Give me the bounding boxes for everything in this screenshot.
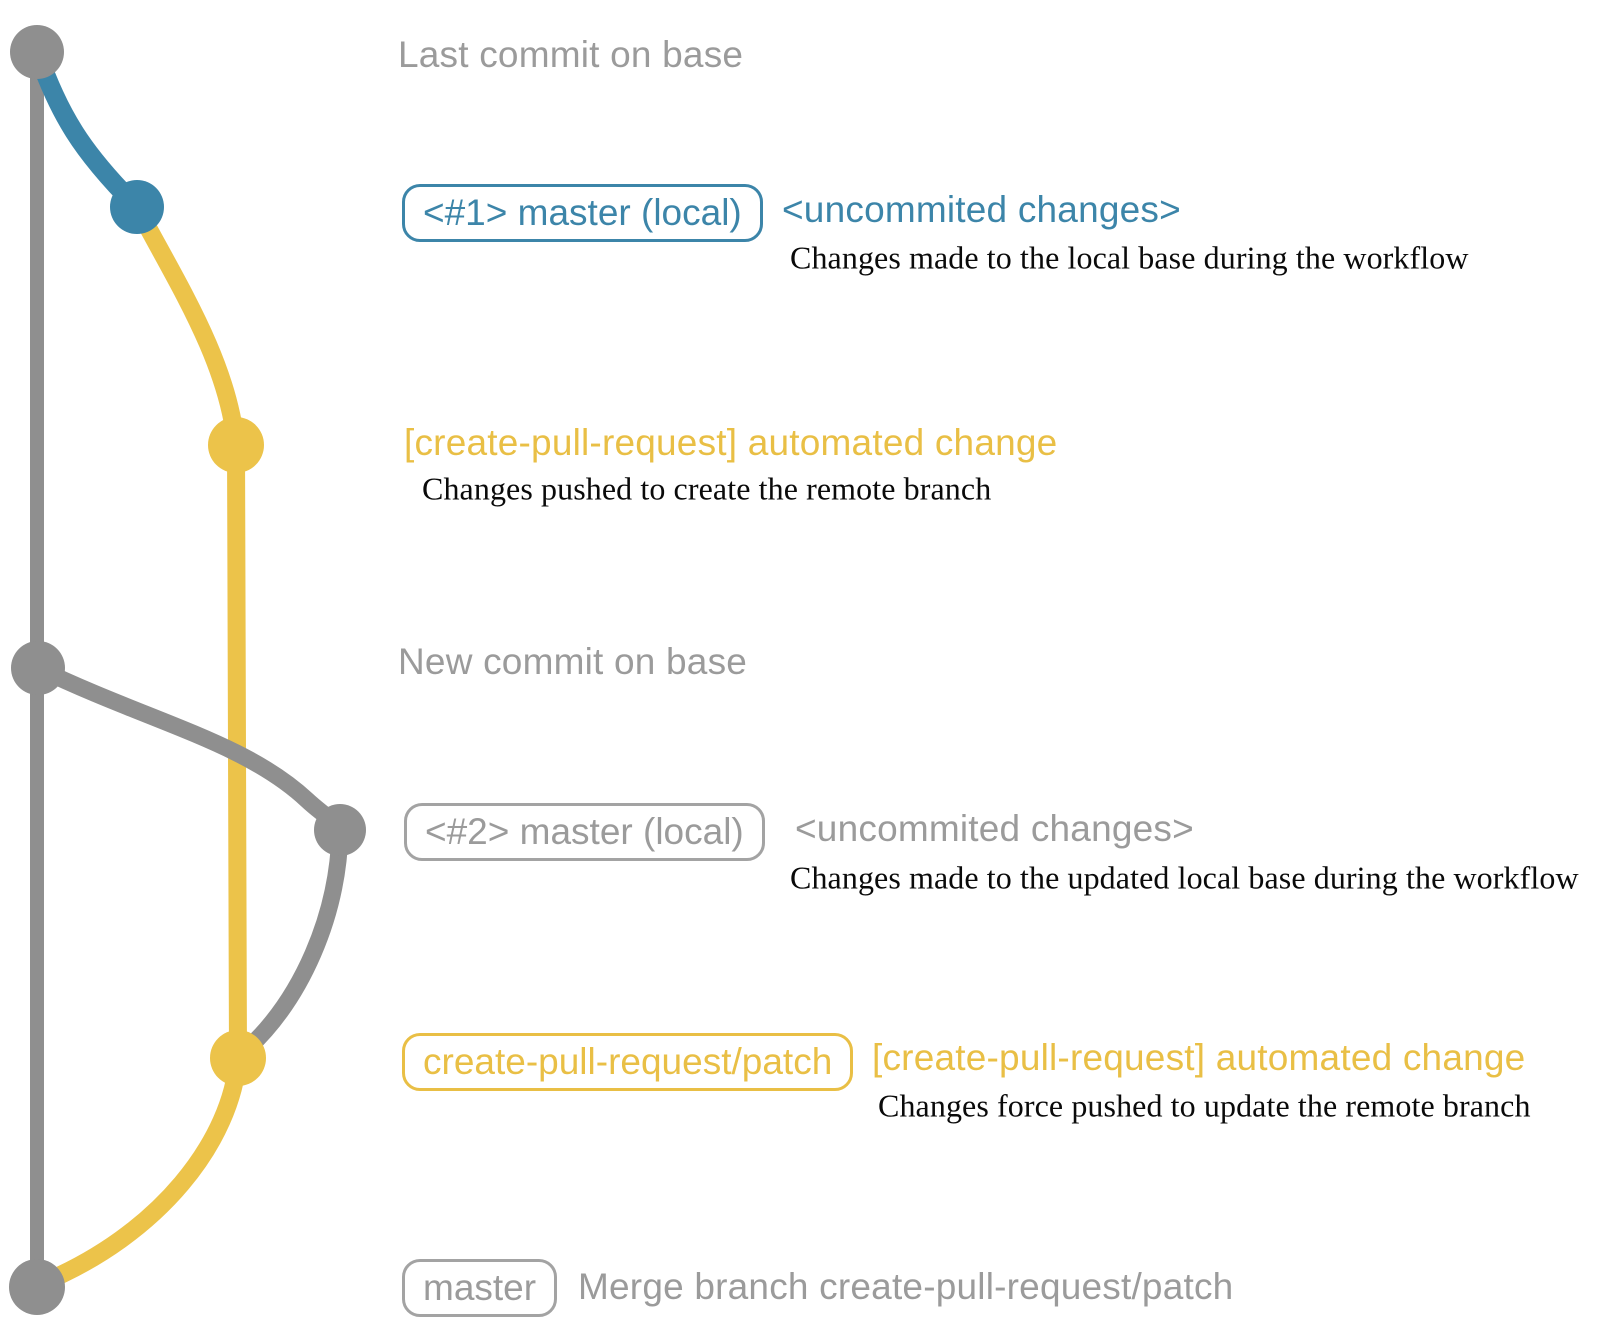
branch-tag-master-local-2: <#2> master (local) [404, 803, 765, 861]
commit-dot-uncommitted-changes-1 [110, 180, 164, 234]
commit-dot-uncommitted-changes-2 [314, 804, 366, 856]
commit-dot-automated-change-1 [208, 417, 264, 473]
branch-tag-create-pull-request-patch: create-pull-request/patch [402, 1033, 854, 1091]
commit-message-merge: Merge branch create-pull-request/patch [578, 1266, 1234, 1307]
commit-message-automated-change-1: [create-pull-request] automated change [404, 422, 1058, 463]
local-changes-branch-line [27, 42, 147, 217]
commit-message-new-commit-on-base: New commit on base [398, 641, 748, 682]
commit-message-uncommitted-changes-2: <uncommited changes> [795, 808, 1194, 849]
commit-dot-last-commit-on-base [10, 25, 64, 79]
commit-dot-automated-change-2 [210, 1030, 266, 1086]
description-automated-change-2: Changes force pushed to update the remot… [878, 1087, 1531, 1124]
commit-graph [9, 25, 366, 1315]
description-uncommitted-changes-2: Changes made to the updated local base d… [790, 859, 1579, 896]
commit-message-last-commit-on-base: Last commit on base [398, 34, 744, 75]
description-uncommitted-changes-1: Changes made to the local base during th… [790, 239, 1469, 276]
description-automated-change-1: Changes pushed to create the remote bran… [422, 470, 992, 507]
commit-message-automated-change-2: [create-pull-request] automated change [872, 1037, 1526, 1078]
commit-dot-new-commit-on-base [11, 641, 65, 695]
commit-message-uncommitted-changes-1: <uncommited changes> [782, 189, 1181, 230]
branch-tag-master-local-1: <#1> master (local) [402, 184, 763, 242]
commit-dot-merge-commit [9, 1259, 65, 1315]
branch-tag-master: master [402, 1259, 558, 1317]
updated-base-branch-line [29, 659, 349, 1061]
